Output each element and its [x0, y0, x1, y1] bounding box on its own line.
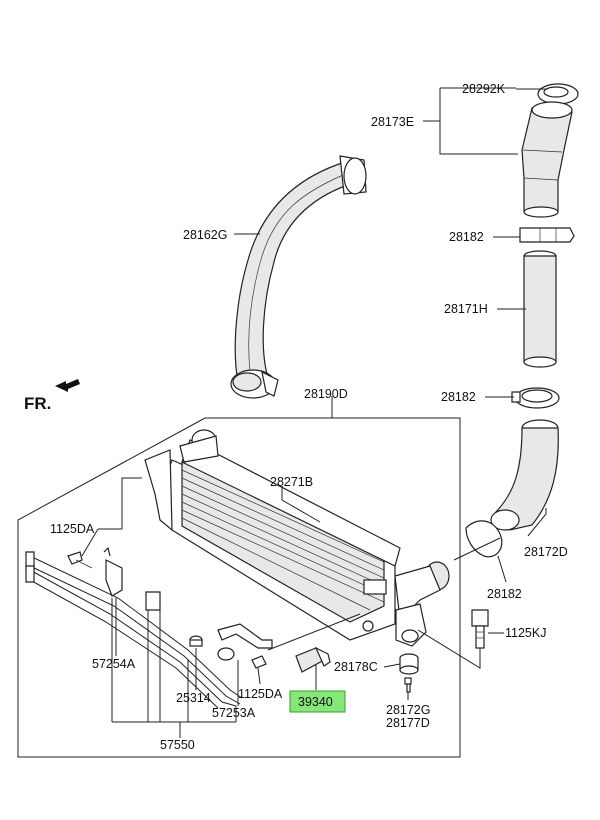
bracket-57253A — [217, 623, 273, 661]
leader-pipe-mid — [453, 537, 501, 561]
clamp-28182-b — [511, 387, 560, 409]
direction-label: FR. — [24, 394, 51, 413]
label-28173E[interactable]: 28173E — [371, 115, 414, 129]
leader-28173E — [423, 87, 518, 155]
clamp-28182-a — [519, 227, 575, 243]
intercooler-28271B — [144, 429, 450, 647]
front-arrow-icon — [55, 379, 80, 392]
label-28171H[interactable]: 28171H — [444, 302, 488, 316]
label-28172G[interactable]: 28172G — [386, 703, 430, 717]
label-1125DA-a[interactable]: 1125DA — [50, 522, 95, 536]
leader-1125DA-b — [257, 667, 261, 685]
label-28162G[interactable]: 28162G — [183, 228, 227, 242]
leader-28172D — [527, 508, 547, 537]
leader-28271B — [281, 486, 321, 523]
label-39340[interactable]: 39340 — [298, 695, 333, 709]
fitting-25314 — [189, 635, 203, 647]
label-57254A[interactable]: 57254A — [92, 657, 136, 671]
pipe-28173E — [521, 83, 579, 218]
hose-28172D — [465, 419, 559, 558]
bolt-28172G — [404, 677, 412, 693]
label-1125KJ[interactable]: 1125KJ — [505, 626, 546, 640]
tube-28171H — [523, 250, 557, 368]
bolt-1125DA-a — [67, 551, 93, 569]
label-28177D[interactable]: 28177D — [386, 716, 430, 730]
label-28178C[interactable]: 28178C — [334, 660, 378, 674]
leader-bolt-group — [417, 629, 481, 669]
leader-28182-c — [497, 555, 507, 583]
leader-57550 — [111, 598, 237, 738]
highlight-39340 — [289, 690, 346, 713]
leader-sensor-cable — [267, 613, 361, 651]
label-1125DA-b[interactable]: 1125DA — [238, 687, 283, 701]
bolt-1125DA-b — [251, 655, 267, 669]
label-28292K[interactable]: 28292K — [462, 82, 506, 96]
pipes-57550 — [25, 551, 243, 709]
label-28182-c[interactable]: 28182 — [487, 587, 522, 601]
sensor-39340 — [295, 646, 331, 673]
label-57550[interactable]: 57550 — [160, 738, 195, 752]
label-28190D[interactable]: 28190D — [304, 387, 348, 401]
clip-bracket — [145, 591, 161, 611]
bracket-57254A — [103, 546, 123, 597]
hose-28162G — [230, 155, 367, 399]
assembly-outline — [17, 417, 461, 758]
label-28182-a[interactable]: 28182 — [449, 230, 484, 244]
bolt-1125KJ — [471, 609, 489, 649]
label-28172D[interactable]: 28172D — [524, 545, 568, 559]
label-28182-b[interactable]: 28182 — [441, 390, 476, 404]
label-28271B[interactable]: 28271B — [270, 475, 313, 489]
bushing-28178C — [399, 653, 419, 675]
leader-28178C — [383, 663, 401, 668]
leader-1125DA-a — [81, 477, 142, 557]
label-57253A[interactable]: 57253A — [212, 706, 256, 720]
label-25314[interactable]: 25314 — [176, 691, 211, 705]
